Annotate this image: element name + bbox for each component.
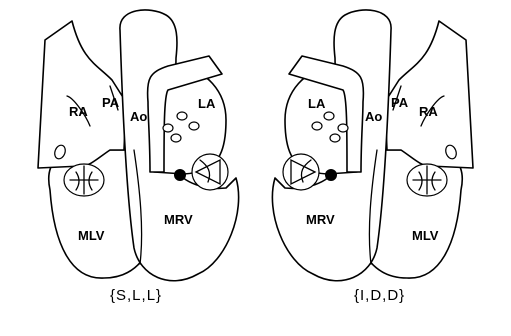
label-ra-right: RA: [419, 104, 438, 119]
la-orifice-4: [189, 122, 199, 130]
heart-diagram-sll: RA PA Ao LA MRV MLV {S,L,L}: [38, 10, 239, 304]
la-orifice-right-3: [330, 134, 340, 142]
label-mrv-right: MRV: [306, 212, 335, 227]
label-la-right: LA: [308, 96, 326, 111]
coronary-dot-left: [174, 169, 186, 181]
valve-left-aortic: [192, 154, 228, 190]
label-mlv: MLV: [78, 228, 105, 243]
label-la: LA: [198, 96, 216, 111]
label-mrv: MRV: [164, 212, 193, 227]
la-orifice-right-2: [324, 112, 334, 120]
coronary-dot-right: [325, 169, 337, 181]
caption-idd: {I,D,D}: [354, 287, 405, 304]
la-orifice-right-4: [312, 122, 322, 130]
label-mlv-right: MLV: [412, 228, 439, 243]
la-orifice-1: [163, 124, 173, 132]
heart-diagram-idd: RA PA Ao LA MRV MLV {I,D,D}: [272, 10, 473, 304]
la-orifice-2: [177, 112, 187, 120]
valve-right-lower: [407, 164, 447, 196]
label-pa-right: PA: [391, 95, 409, 110]
valve-right-aortic: [283, 154, 319, 190]
label-ao-right: Ao: [365, 109, 382, 124]
la-orifice-right-1: [338, 124, 348, 132]
la-orifice-3: [171, 134, 181, 142]
caption-sll: {S,L,L}: [110, 287, 162, 304]
label-ra: RA: [69, 104, 88, 119]
valve-left-lower: [64, 164, 104, 196]
label-ao: Ao: [130, 109, 147, 124]
label-pa: PA: [102, 95, 120, 110]
